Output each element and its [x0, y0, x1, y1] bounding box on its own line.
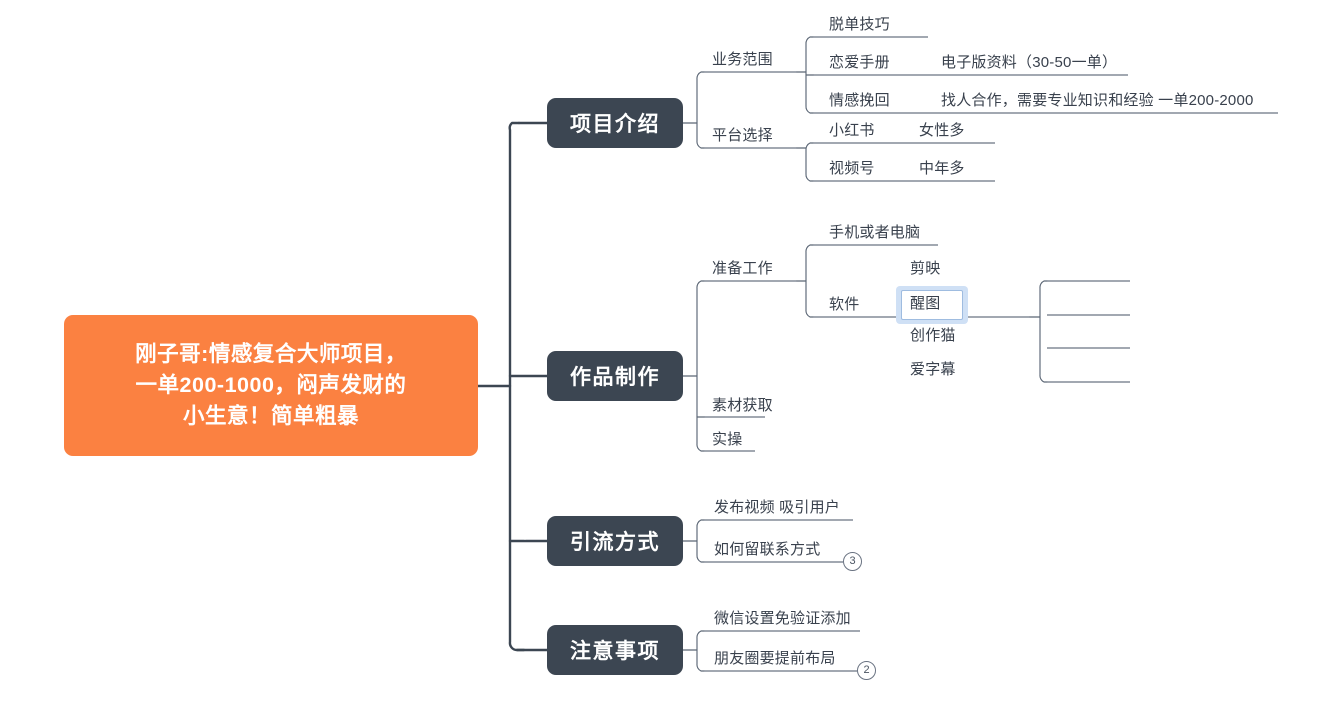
root-node-line-1: 刚子哥:情感复合大师项目，	[135, 342, 407, 366]
topic-business-scope[interactable]: 业务范围	[712, 51, 773, 68]
topic-xingtu[interactable]: 醒图	[910, 295, 941, 312]
branch-node-traffic-method[interactable]: 引流方式	[547, 516, 683, 566]
topic-xiaohongshu[interactable]: 小红书	[829, 122, 875, 139]
topic-phone-or-computer[interactable]: 手机或者电脑	[829, 224, 921, 241]
topic-single-tips[interactable]: 脱单技巧	[829, 16, 890, 33]
note-xiaohongshu[interactable]: 女性多	[919, 122, 965, 139]
topic-preparation[interactable]: 准备工作	[712, 260, 773, 277]
collapsed-count-badge-notes[interactable]: 2	[857, 661, 876, 680]
topic-aizimu[interactable]: 爱字幕	[910, 361, 956, 378]
topic-love-handbook[interactable]: 恋爱手册	[829, 54, 890, 71]
topic-material-sourcing[interactable]: 素材获取	[712, 397, 773, 414]
topic-moments-layout-ahead[interactable]: 朋友圈要提前布局	[714, 650, 836, 667]
root-node-line-3: 小生意！简单粗暴	[182, 404, 359, 428]
selected-node-box[interactable]	[901, 290, 963, 320]
branch-node-project-intro[interactable]: 项目介绍	[547, 98, 683, 148]
topic-chuangzuomao[interactable]: 创作猫	[910, 327, 956, 344]
root-node-line-2: 一单200-1000，闷声发财的	[135, 373, 407, 397]
root-node[interactable]: 刚子哥:情感复合大师项目， 一单200-1000，闷声发财的 小生意！简单粗暴	[64, 315, 478, 456]
note-channels-video[interactable]: 中年多	[919, 160, 965, 177]
branch-node-notes[interactable]: 注意事项	[547, 625, 683, 675]
topic-software[interactable]: 软件	[829, 296, 860, 313]
topic-publish-video-attract-users[interactable]: 发布视频 吸引用户	[714, 499, 840, 516]
topic-wechat-no-verify-add[interactable]: 微信设置免验证添加	[714, 610, 851, 627]
branch-node-content-production[interactable]: 作品制作	[547, 351, 683, 401]
topic-how-to-leave-contact[interactable]: 如何留联系方式	[714, 541, 821, 558]
topic-practice[interactable]: 实操	[712, 431, 743, 448]
topic-platform-choice[interactable]: 平台选择	[712, 127, 773, 144]
note-love-handbook[interactable]: 电子版资料（30-50一单）	[941, 54, 1118, 71]
topic-channels-video[interactable]: 视频号	[829, 160, 875, 177]
topic-emotional-recovery[interactable]: 情感挽回	[829, 92, 890, 109]
note-emotional-recovery[interactable]: 找人合作，需要专业知识和经验 一单200-2000	[941, 92, 1254, 109]
collapsed-count-badge-traffic[interactable]: 3	[843, 552, 862, 571]
topic-jianying[interactable]: 剪映	[910, 260, 941, 277]
